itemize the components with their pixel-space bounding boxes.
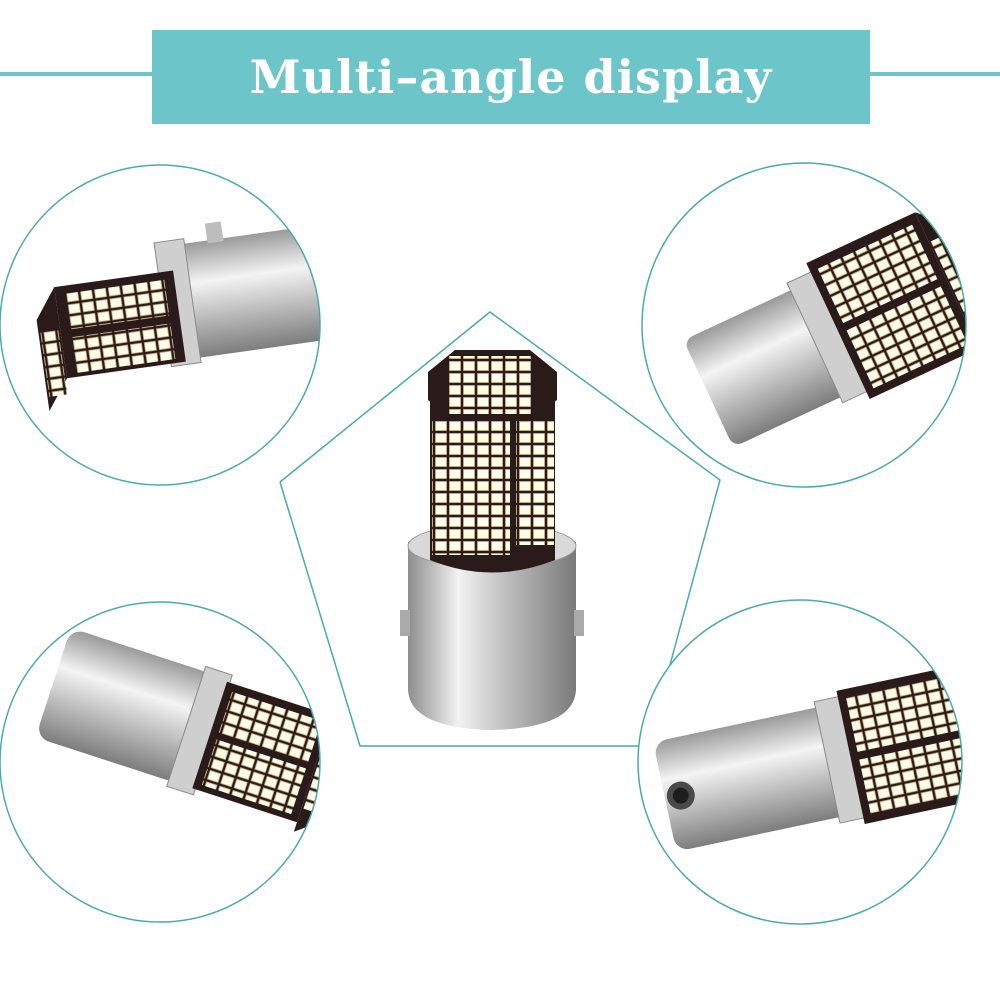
view-circle-bottom-left <box>0 601 321 923</box>
banner-rule-left <box>0 72 152 76</box>
view-circle-bottom-right <box>637 599 963 925</box>
view-top-left-photo <box>0 165 320 485</box>
connector-lines <box>279 311 721 747</box>
view-circle-top-right <box>641 162 967 488</box>
banner-title: Multi–angle display <box>249 50 773 104</box>
view-bottom-right-photo <box>638 600 962 924</box>
title-banner: Multi–angle display <box>152 30 870 124</box>
view-bottom-left-photo <box>0 602 320 922</box>
view-circle-top-left <box>0 164 321 486</box>
center-bulb-photo <box>400 350 584 730</box>
banner-rule-right <box>870 72 1000 76</box>
